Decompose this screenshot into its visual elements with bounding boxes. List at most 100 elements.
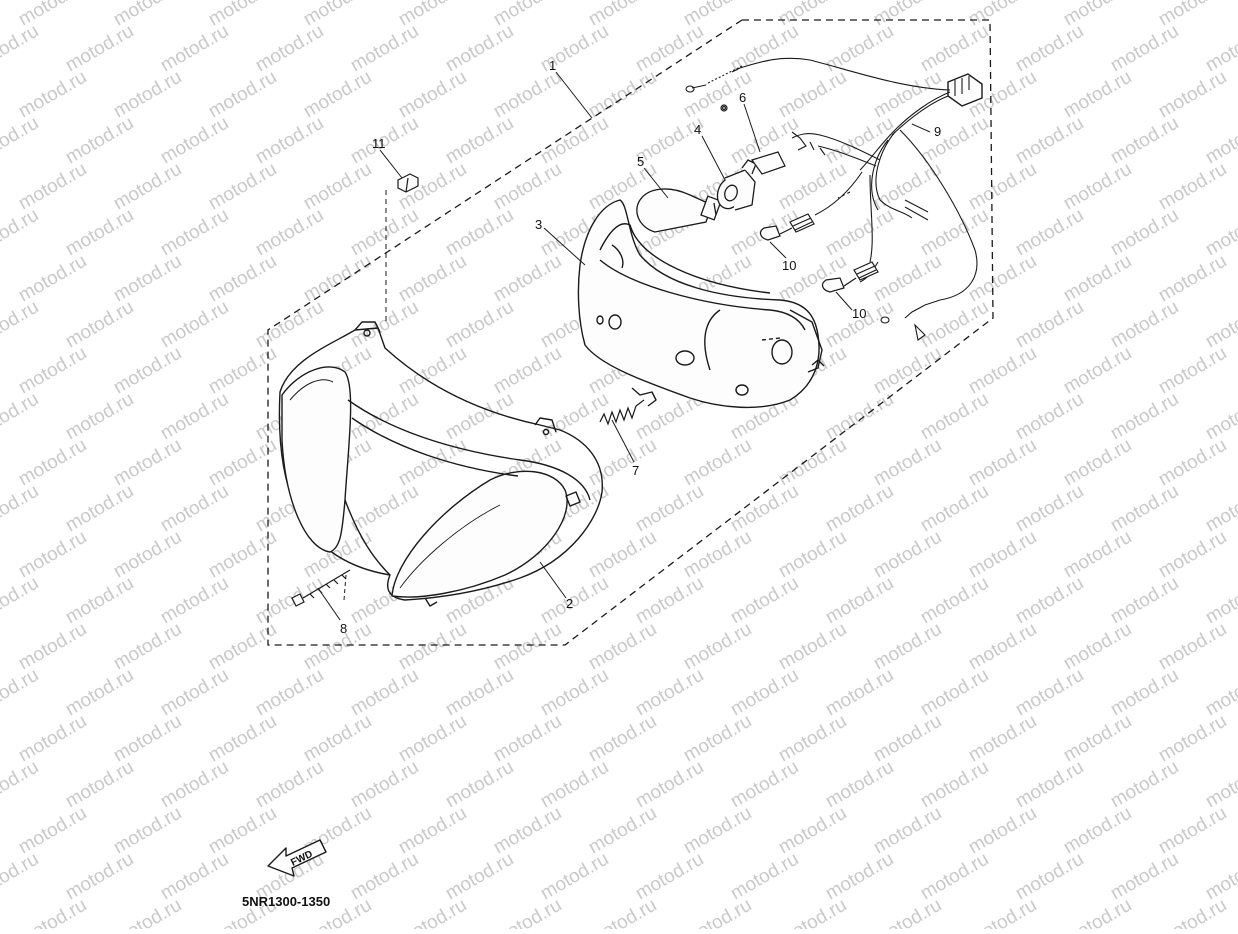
watermark-text: motod.ru: [395, 435, 470, 491]
callout-1: 1: [549, 58, 556, 73]
watermark-text: motod.ru: [205, 711, 280, 767]
watermark-text: motod.ru: [1155, 527, 1230, 583]
watermark-text: motod.ru: [775, 159, 850, 215]
watermark-text: motod.ru: [347, 481, 422, 537]
watermark-text: motod.ru: [680, 711, 755, 767]
watermark-text: motod.ru: [157, 573, 232, 629]
watermark-text: motod.ru: [965, 343, 1040, 399]
watermark-text: motod.ru: [965, 159, 1040, 215]
watermark-text: motod.ru: [252, 665, 327, 721]
watermark-text: motod.ru: [585, 895, 660, 929]
watermark-text: motod.ru: [1107, 389, 1182, 445]
watermark-text: motod.ru: [110, 803, 185, 859]
watermark-text: motod.ru: [442, 113, 517, 169]
watermark-text: motod.ru: [537, 113, 612, 169]
watermark-text: motod.ru: [1012, 113, 1087, 169]
watermark-text: motod.ru: [0, 849, 42, 905]
diagram-code: 5NR1300-1350: [242, 894, 330, 909]
watermark-text: motod.ru: [62, 849, 137, 905]
watermark-text: motod.ru: [775, 527, 850, 583]
watermark-text: motod.ru: [1012, 481, 1087, 537]
watermark-text: motod.ru: [727, 481, 802, 537]
watermark-text: motod.ru: [1060, 67, 1135, 123]
watermark-text: motod.ru: [110, 67, 185, 123]
watermark-text: motod.ru: [1107, 21, 1182, 77]
watermark-text: motod.ru: [110, 711, 185, 767]
watermark-text: motod.ru: [727, 573, 802, 629]
headlight-cover: [278, 321, 603, 607]
watermark-text: motod.ru: [1107, 113, 1182, 169]
watermark-text: motod.ru: [490, 619, 565, 675]
watermark-text: motod.ru: [62, 665, 137, 721]
watermark-text: motod.ru: [917, 205, 992, 261]
watermark-text: motod.ru: [442, 297, 517, 353]
watermark-text: motod.ru: [347, 389, 422, 445]
watermark-text: motod.ru: [537, 665, 612, 721]
watermark-text: motod.ru: [490, 895, 565, 929]
watermark-text: motod.ru: [1060, 435, 1135, 491]
watermark-text: motod.ru: [157, 757, 232, 813]
spring: [599, 399, 645, 426]
watermark-text: motod.ru: [157, 113, 232, 169]
watermark-text: motod.ru: [822, 849, 897, 905]
watermark-text: motod.ru: [775, 803, 850, 859]
watermark-text: motod.ru: [1155, 251, 1230, 307]
watermark-text: motod.ru: [62, 21, 137, 77]
watermark-text: motod.ru: [300, 159, 375, 215]
watermark-text: motod.ru: [1155, 803, 1230, 859]
bulb-socket: [716, 159, 757, 211]
watermark-text: motod.ru: [632, 757, 707, 813]
watermark-text: motod.ru: [1155, 343, 1230, 399]
watermark-text: motod.ru: [15, 803, 90, 859]
watermark-text: motod.ru: [917, 849, 992, 905]
watermark-text: motod.ru: [442, 757, 517, 813]
watermark-text: motod.ru: [727, 665, 802, 721]
watermark-text: motod.ru: [870, 159, 945, 215]
headlight-body: [577, 199, 825, 409]
watermark-text: motod.ru: [822, 481, 897, 537]
watermark-text: motod.ru: [0, 481, 42, 537]
leader-lines: [317, 71, 931, 621]
watermark-text: motod.ru: [917, 757, 992, 813]
watermark-text: motod.ru: [632, 573, 707, 629]
watermark-text: motod.ru: [870, 435, 945, 491]
watermark-text: motod.ru: [62, 389, 137, 445]
watermark-text: motod.ru: [1012, 757, 1087, 813]
watermark-text: motod.ru: [252, 757, 327, 813]
watermark-text: motod.ru: [870, 251, 945, 307]
watermark-text: motod.ru: [1012, 21, 1087, 77]
watermark-text: motod.ru: [157, 205, 232, 261]
watermark-text: motod.ru: [157, 21, 232, 77]
watermark-text: motod.ru: [395, 251, 470, 307]
watermark-text: motod.ru: [680, 435, 755, 491]
watermark-text: motod.ru: [0, 205, 42, 261]
watermark-text: motod.ru: [870, 803, 945, 859]
watermark-text: motod.ru: [1155, 435, 1230, 491]
callout-10a: 10: [782, 258, 796, 273]
watermark-text: motod.ru: [347, 849, 422, 905]
watermark-text: motod.ru: [252, 21, 327, 77]
watermark-text: motod.ru: [157, 297, 232, 353]
watermark-text: motod.ru: [395, 67, 470, 123]
watermark-text: motod.ru: [632, 665, 707, 721]
callout-4: 4: [694, 122, 701, 137]
watermark-text: motod.ru: [15, 435, 90, 491]
watermark-text: motod.ru: [917, 573, 992, 629]
watermark-text: motod.ru: [965, 895, 1040, 929]
watermark-text: motod.ru: [395, 711, 470, 767]
watermark-text: motod.ru: [870, 343, 945, 399]
watermark-text: motod.ru: [205, 343, 280, 399]
watermark-text: motod.ru: [1107, 573, 1182, 629]
watermark-text: motod.ru: [110, 159, 185, 215]
watermark-text: motod.ru: [490, 251, 565, 307]
watermark-text: motod.ru: [537, 573, 612, 629]
watermark-text: motod.ru: [822, 389, 897, 445]
watermark-text: motod.ru: [62, 205, 137, 261]
watermark-text: motod.ru: [395, 343, 470, 399]
watermark-text: motod.ru: [157, 849, 232, 905]
watermark-text: motod.ru: [15, 343, 90, 399]
watermark-text: motod.ru: [680, 619, 755, 675]
watermark-text: motod.ru: [15, 159, 90, 215]
